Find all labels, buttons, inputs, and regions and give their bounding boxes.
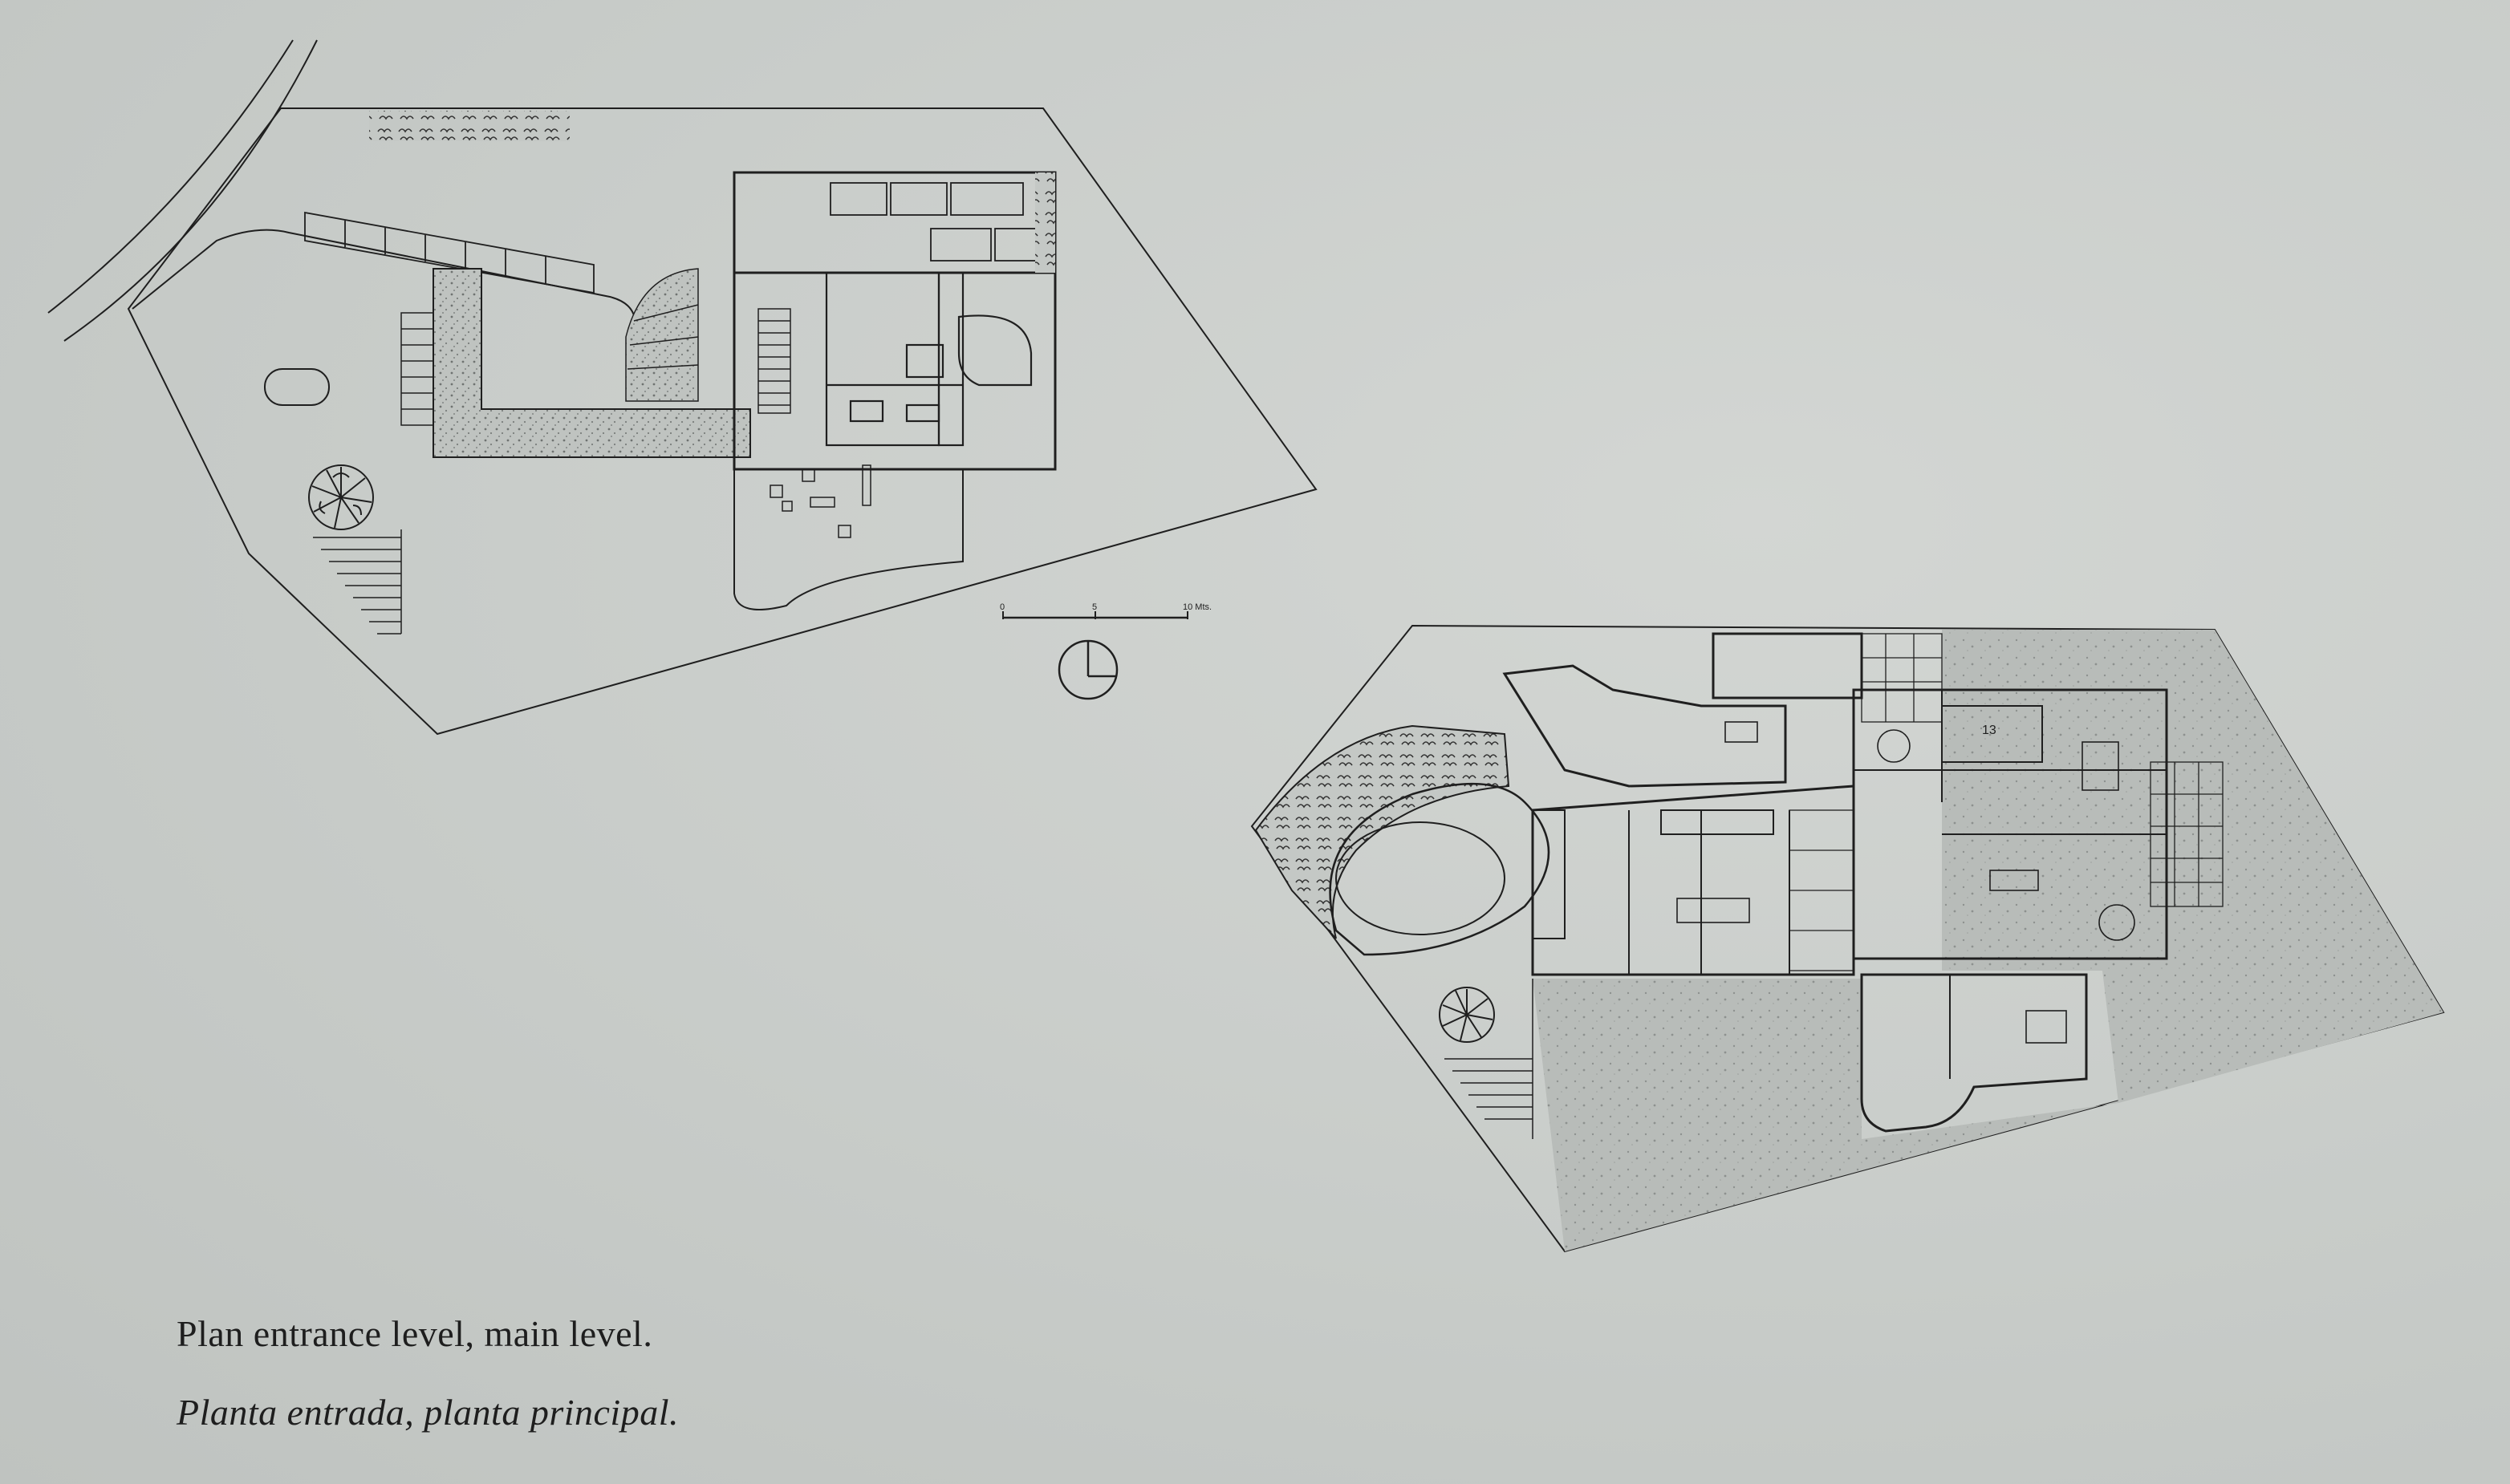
main-tree-icon [1439,987,1495,1043]
parking-bays [304,211,595,294]
hedge [369,111,570,141]
driveway [132,229,636,338]
kitchen-number-label: 13 [1982,724,1996,737]
access-road [47,39,294,314]
entrance-rooms [825,271,1033,447]
scale-bar: 0 5 10 Mts. [1000,602,1212,619]
main-level-plan: 13 [1250,624,2445,1253]
main-stair [757,308,791,414]
scale-label-5: 5 [1092,602,1097,612]
swimming-pool [1329,782,1550,956]
scale-label-10: 10 Mts. [1183,602,1212,612]
main-garden [1942,630,2443,1103]
caption-english: Plan entrance level, main level. [177,1313,653,1354]
tree-icon [308,464,374,530]
entrance-level-plan [47,39,1318,736]
terrace-furniture [770,464,871,538]
front-garden [1533,979,2443,1251]
main-hedge [1254,724,1510,939]
access-road-edge [63,39,318,342]
scale-label-0: 0 [1000,602,1005,612]
main-garden-steps [1444,979,1533,1139]
garage-cars [830,182,1040,262]
site-boundary [127,107,1318,736]
lower-terrace [733,469,964,610]
entry-path [433,268,751,458]
curved-stair [625,268,699,402]
entrance-building [733,171,1057,471]
caption-spanish: Planta entrada, planta principal. [177,1392,679,1433]
garden-steps [313,529,402,635]
tiled-terraces [1789,633,2224,971]
entry-steps [400,312,434,426]
north-arrow-icon [1058,639,1119,700]
oval-planter [264,368,330,406]
main-furniture [1676,721,2135,1044]
garage-hedge [1035,172,1055,273]
